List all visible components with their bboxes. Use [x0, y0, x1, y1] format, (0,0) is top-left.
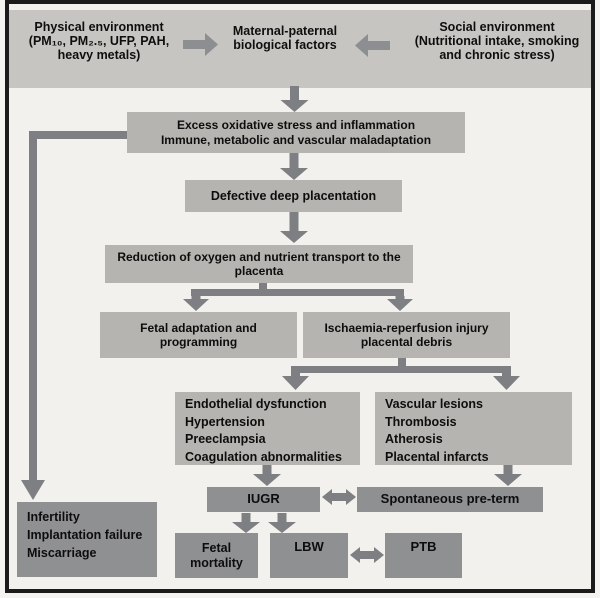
environment-band [9, 10, 591, 88]
arrow-defective-to-reduction-icon [280, 212, 308, 243]
arrow-endothelial-to-iugr-icon [253, 465, 281, 486]
box-spontaneous-preterm: Spontaneous pre-term [357, 487, 543, 512]
double-arrow-iugr-spontaneous-icon [322, 489, 356, 505]
arrow-excess-to-defective-icon [280, 153, 308, 180]
arrow-physical-to-maternal-icon [183, 33, 218, 56]
box-iugr: IUGR [207, 487, 320, 512]
box-infertility-miscarriage: Infertility Implantation failure Miscarr… [17, 502, 157, 577]
maternal-paternal-label: Maternal-paternal biological factors [232, 24, 338, 52]
box-endothelial-dysfunction: Endothelial dysfunction Hypertension Pre… [175, 392, 360, 465]
box-reduction-oxygen-transport: Reduction of oxygen and nutrient transpo… [105, 245, 413, 283]
split-reduction-to-fetal-and-ischaemia-icon [183, 283, 413, 311]
box-ptb: PTB [385, 533, 462, 578]
box-lbw: LBW [270, 533, 348, 578]
arrow-band-to-excess-icon [280, 86, 309, 112]
arrow-iugr-to-lbw-icon [268, 513, 296, 533]
arrow-iugr-to-fetal-mortality-icon [232, 513, 260, 533]
box-fetal-mortality: Fetal mortality [175, 533, 258, 578]
physical-environment-label: Physical environment (PM₁₀, PM₂.₅, UFP, … [28, 20, 170, 62]
box-excess-oxidative-stress: Excess oxidative stress and inflammation… [127, 112, 465, 153]
split-ischaemia-to-endothelial-and-vascular-icon [282, 358, 520, 390]
box-fetal-adaptation: Fetal adaptation and programming [100, 312, 297, 358]
arrow-social-to-maternal-icon [355, 34, 390, 57]
box-defective-placentation: Defective deep placentation [185, 180, 402, 212]
box-vascular-lesions: Vascular lesions Thrombosis Atherosis Pl… [375, 392, 572, 465]
double-arrow-lbw-ptb-icon [350, 547, 384, 563]
elbow-excess-to-infertility-icon [21, 131, 127, 500]
arrow-vascular-to-spontaneous-icon [494, 465, 522, 486]
social-environment-label: Social environment (Nutritional intake, … [414, 20, 580, 62]
box-ischaemia-reperfusion: Ischaemia-reperfusion injury placental d… [303, 312, 510, 358]
